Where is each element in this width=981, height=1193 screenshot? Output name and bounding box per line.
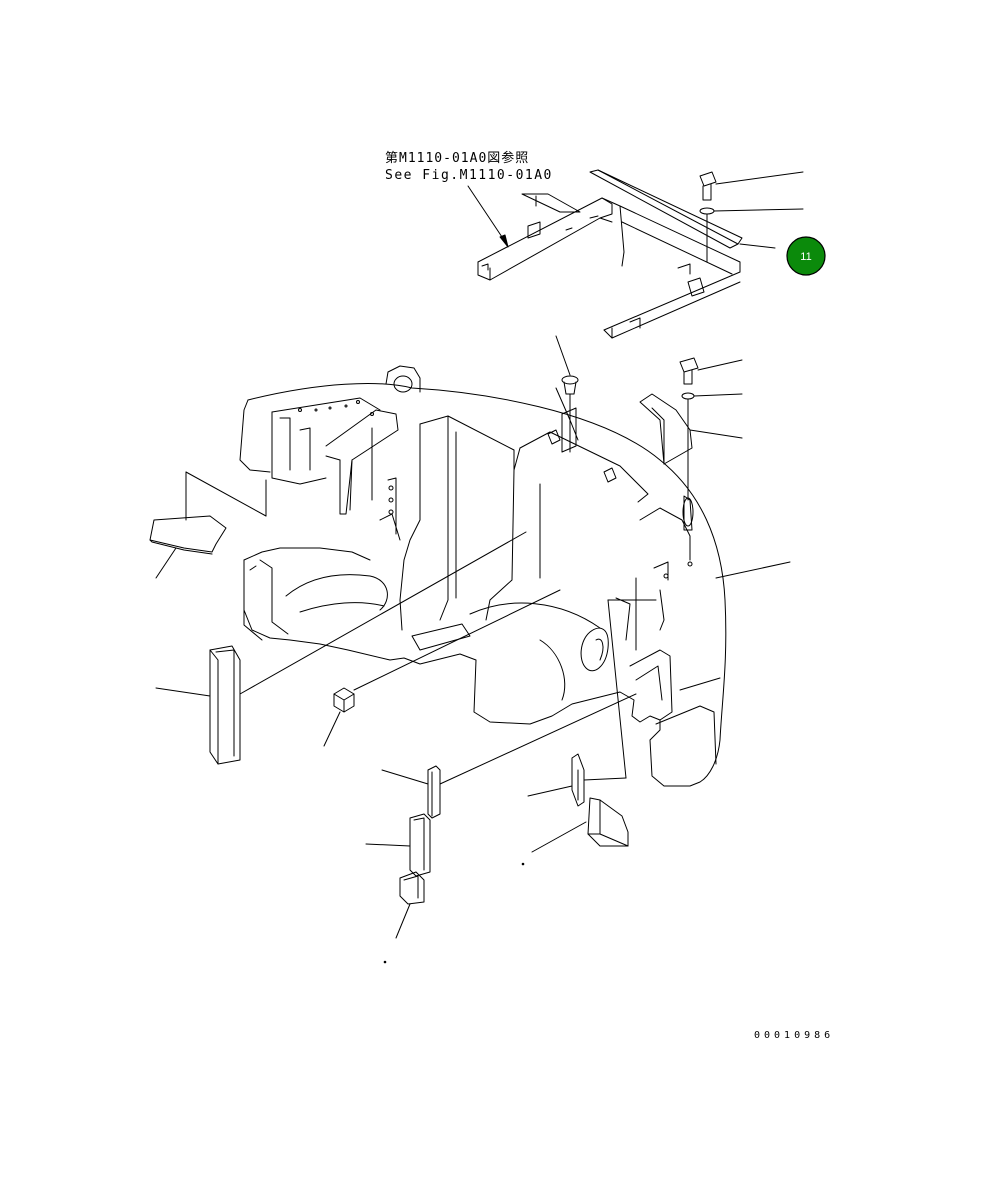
clip-fastener bbox=[555, 335, 579, 453]
callout-number: 11 bbox=[800, 251, 811, 263]
reference-text-japanese: 第M1110-01A0図参照 bbox=[385, 150, 529, 166]
lower-pad-1 bbox=[381, 693, 637, 819]
cab-floor-body bbox=[239, 365, 727, 787]
dot-mark-2 bbox=[521, 862, 525, 866]
callout-11[interactable]: 11 bbox=[786, 236, 826, 276]
drawing-number: 00010986 bbox=[754, 1030, 834, 1041]
top-washer bbox=[699, 207, 804, 263]
side-washer bbox=[681, 392, 743, 501]
dot-mark bbox=[383, 960, 387, 964]
top-frame-assembly bbox=[477, 193, 741, 339]
lower-pad-3 bbox=[395, 871, 425, 939]
lower-pad-2 bbox=[365, 813, 431, 877]
left-mat-piece bbox=[149, 471, 267, 579]
side-bolt bbox=[679, 357, 743, 385]
top-bolt bbox=[699, 171, 804, 201]
corner-pad bbox=[531, 797, 629, 853]
reference-text-english: See Fig.M1110-01A0 bbox=[385, 168, 553, 183]
body-leader bbox=[715, 561, 791, 579]
tall-pad bbox=[155, 531, 527, 765]
top-bracket-strip bbox=[589, 169, 743, 249]
side-bracket bbox=[639, 393, 743, 465]
top-strip-leader bbox=[739, 243, 776, 249]
small-block bbox=[323, 589, 561, 747]
reference-leader-arrow bbox=[467, 185, 509, 248]
angled-pad bbox=[527, 599, 657, 807]
